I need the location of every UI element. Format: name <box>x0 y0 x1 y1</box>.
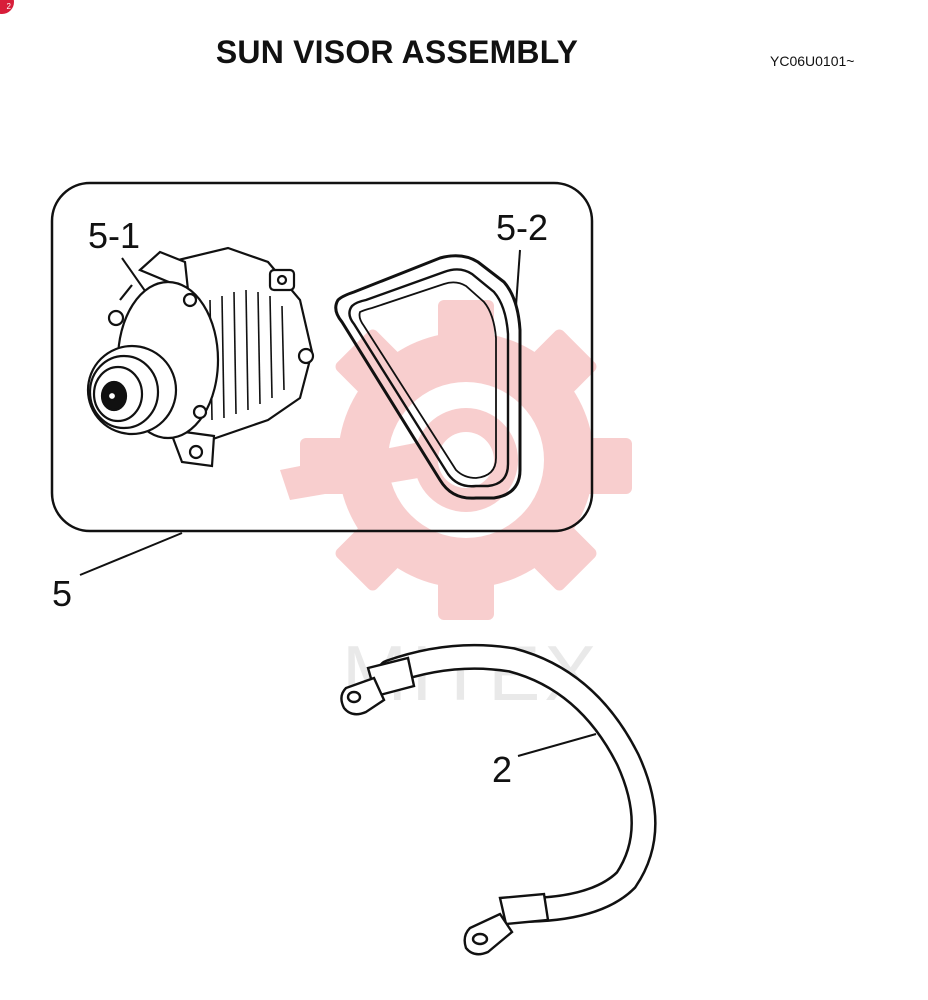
callout-assembly: 5 <box>52 573 72 614</box>
callout-belt: 5-2 <box>496 207 548 248</box>
diagram-code: YC06U0101~ <box>770 53 855 69</box>
battery-cable-icon <box>340 643 657 956</box>
leader-line-5 <box>79 532 183 576</box>
assembly-box <box>50 181 594 533</box>
page-badge: 2 <box>0 0 14 14</box>
v-belt-icon <box>334 254 522 500</box>
page-badge-label: 2 <box>6 2 11 11</box>
leader-line-2 <box>517 733 597 757</box>
leader-line-5-2 <box>515 249 521 307</box>
diagram-title: SUN VISOR ASSEMBLY <box>215 34 579 70</box>
callout-alternator: 5-1 <box>88 215 140 256</box>
watermark-gear-icon <box>280 300 632 620</box>
alternator-icon <box>86 246 315 468</box>
callout-cable: 2 <box>492 749 512 790</box>
